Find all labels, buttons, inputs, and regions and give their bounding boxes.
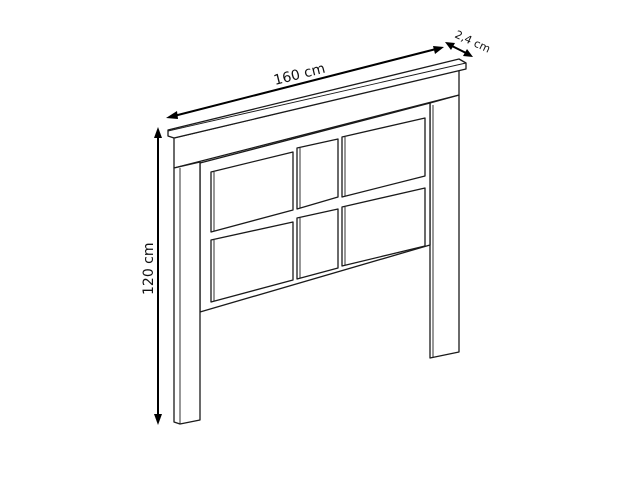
panel-row-top <box>210 117 426 233</box>
panel-row-bottom <box>210 187 426 303</box>
left-leg <box>173 161 201 425</box>
depth-label: 2,4 cm <box>453 28 493 56</box>
depth-dimension: 2,4 cm <box>445 28 492 57</box>
height-dimension: 120 cm <box>141 127 162 425</box>
top-cap <box>167 58 467 139</box>
right-leg <box>429 94 460 359</box>
height-label: 120 cm <box>141 242 157 295</box>
